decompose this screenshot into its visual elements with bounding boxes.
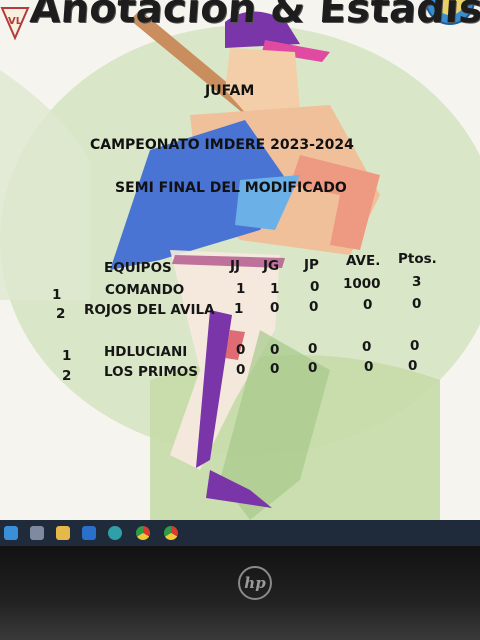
table-row-pos: 1	[62, 348, 72, 364]
page-title: Anotacion & Estadistica	[28, 0, 480, 32]
cap-brim-shape	[262, 40, 330, 62]
association-logo-right-icon	[425, 0, 475, 25]
search-icon[interactable]	[30, 526, 44, 540]
table-row-jg: 0	[270, 361, 280, 377]
table-row-ave: 0	[362, 339, 372, 355]
left-green-shape	[0, 70, 90, 300]
championship-label: CAMPEONATO IMDERE 2023-2024	[90, 137, 354, 153]
table-row-jp: 0	[309, 299, 319, 315]
edge-icon[interactable]	[108, 526, 122, 540]
table-row-jg: 0	[270, 342, 280, 358]
arm-shape	[290, 155, 380, 250]
table-row-jj: 0	[236, 342, 246, 358]
windows-icon[interactable]	[4, 526, 18, 540]
col-header-jp: JP	[304, 257, 319, 273]
file-explorer-icon[interactable]	[56, 526, 70, 540]
hp-logo-icon: hp	[238, 566, 272, 600]
table-row-jj: 0	[236, 362, 246, 378]
table-row-jj: 1	[236, 281, 246, 297]
leg-green-shape	[220, 330, 330, 520]
col-header-ave: AVE.	[346, 253, 381, 269]
face-shape	[225, 48, 300, 118]
table-row-team: HDLUCIANI	[104, 344, 188, 360]
chrome-icon[interactable]	[164, 526, 178, 540]
table-row-team: ROJOS DEL AVILA	[84, 302, 215, 318]
table-row-jp: 0	[308, 341, 318, 357]
col-header-jg: JG	[263, 258, 280, 274]
table-row-jg: 1	[270, 281, 280, 297]
taskbar	[0, 520, 480, 546]
chrome-icon[interactable]	[136, 526, 150, 540]
col-header-jj: JJ	[230, 258, 241, 274]
monitor-bezel	[0, 546, 480, 640]
table-row-pts: 0	[412, 296, 422, 312]
pants-stripe-shape	[196, 310, 232, 468]
cap-shape	[225, 11, 300, 48]
table-row-ave: 0	[364, 359, 374, 375]
jersey-shape	[110, 120, 290, 270]
table-row-jp: 0	[308, 360, 318, 376]
shoe-shape	[206, 470, 272, 508]
table-row-pts: 0	[408, 358, 418, 374]
table-row-ave: 1000	[343, 276, 381, 292]
stage-label: SEMI FINAL DEL MODIFICADO	[115, 180, 347, 196]
monitor-screen: VL Anotacion & Estadistica JUFAM CAMPEON…	[0, 0, 480, 528]
table-row-jp: 0	[310, 279, 320, 295]
table-row-pts: 3	[412, 274, 422, 290]
belt-shape	[172, 255, 285, 268]
table-row-team: COMANDO	[105, 282, 185, 298]
table-row-team: LOS PRIMOS	[104, 364, 198, 380]
table-row-pos: 1	[52, 287, 62, 303]
table-row-pos: 2	[62, 368, 72, 384]
table-row-pts: 0	[410, 338, 420, 354]
baseball-pitcher-illustration	[0, 10, 480, 520]
table-row-pos: 2	[56, 306, 66, 322]
red-stripe-shape	[225, 330, 245, 360]
col-header-team: EQUIPOS	[104, 260, 172, 276]
jersey-light-shape	[235, 175, 300, 230]
col-header-pts: Ptos.	[398, 251, 437, 267]
table-row-jg: 0	[270, 300, 280, 316]
table-row-jj: 1	[234, 301, 244, 317]
league-logo-left-icon: VL	[0, 7, 30, 40]
mail-icon[interactable]	[82, 526, 96, 540]
table-row-ave: 0	[363, 297, 373, 313]
svg-text:VL: VL	[8, 16, 23, 27]
organization-label: JUFAM	[205, 83, 255, 99]
